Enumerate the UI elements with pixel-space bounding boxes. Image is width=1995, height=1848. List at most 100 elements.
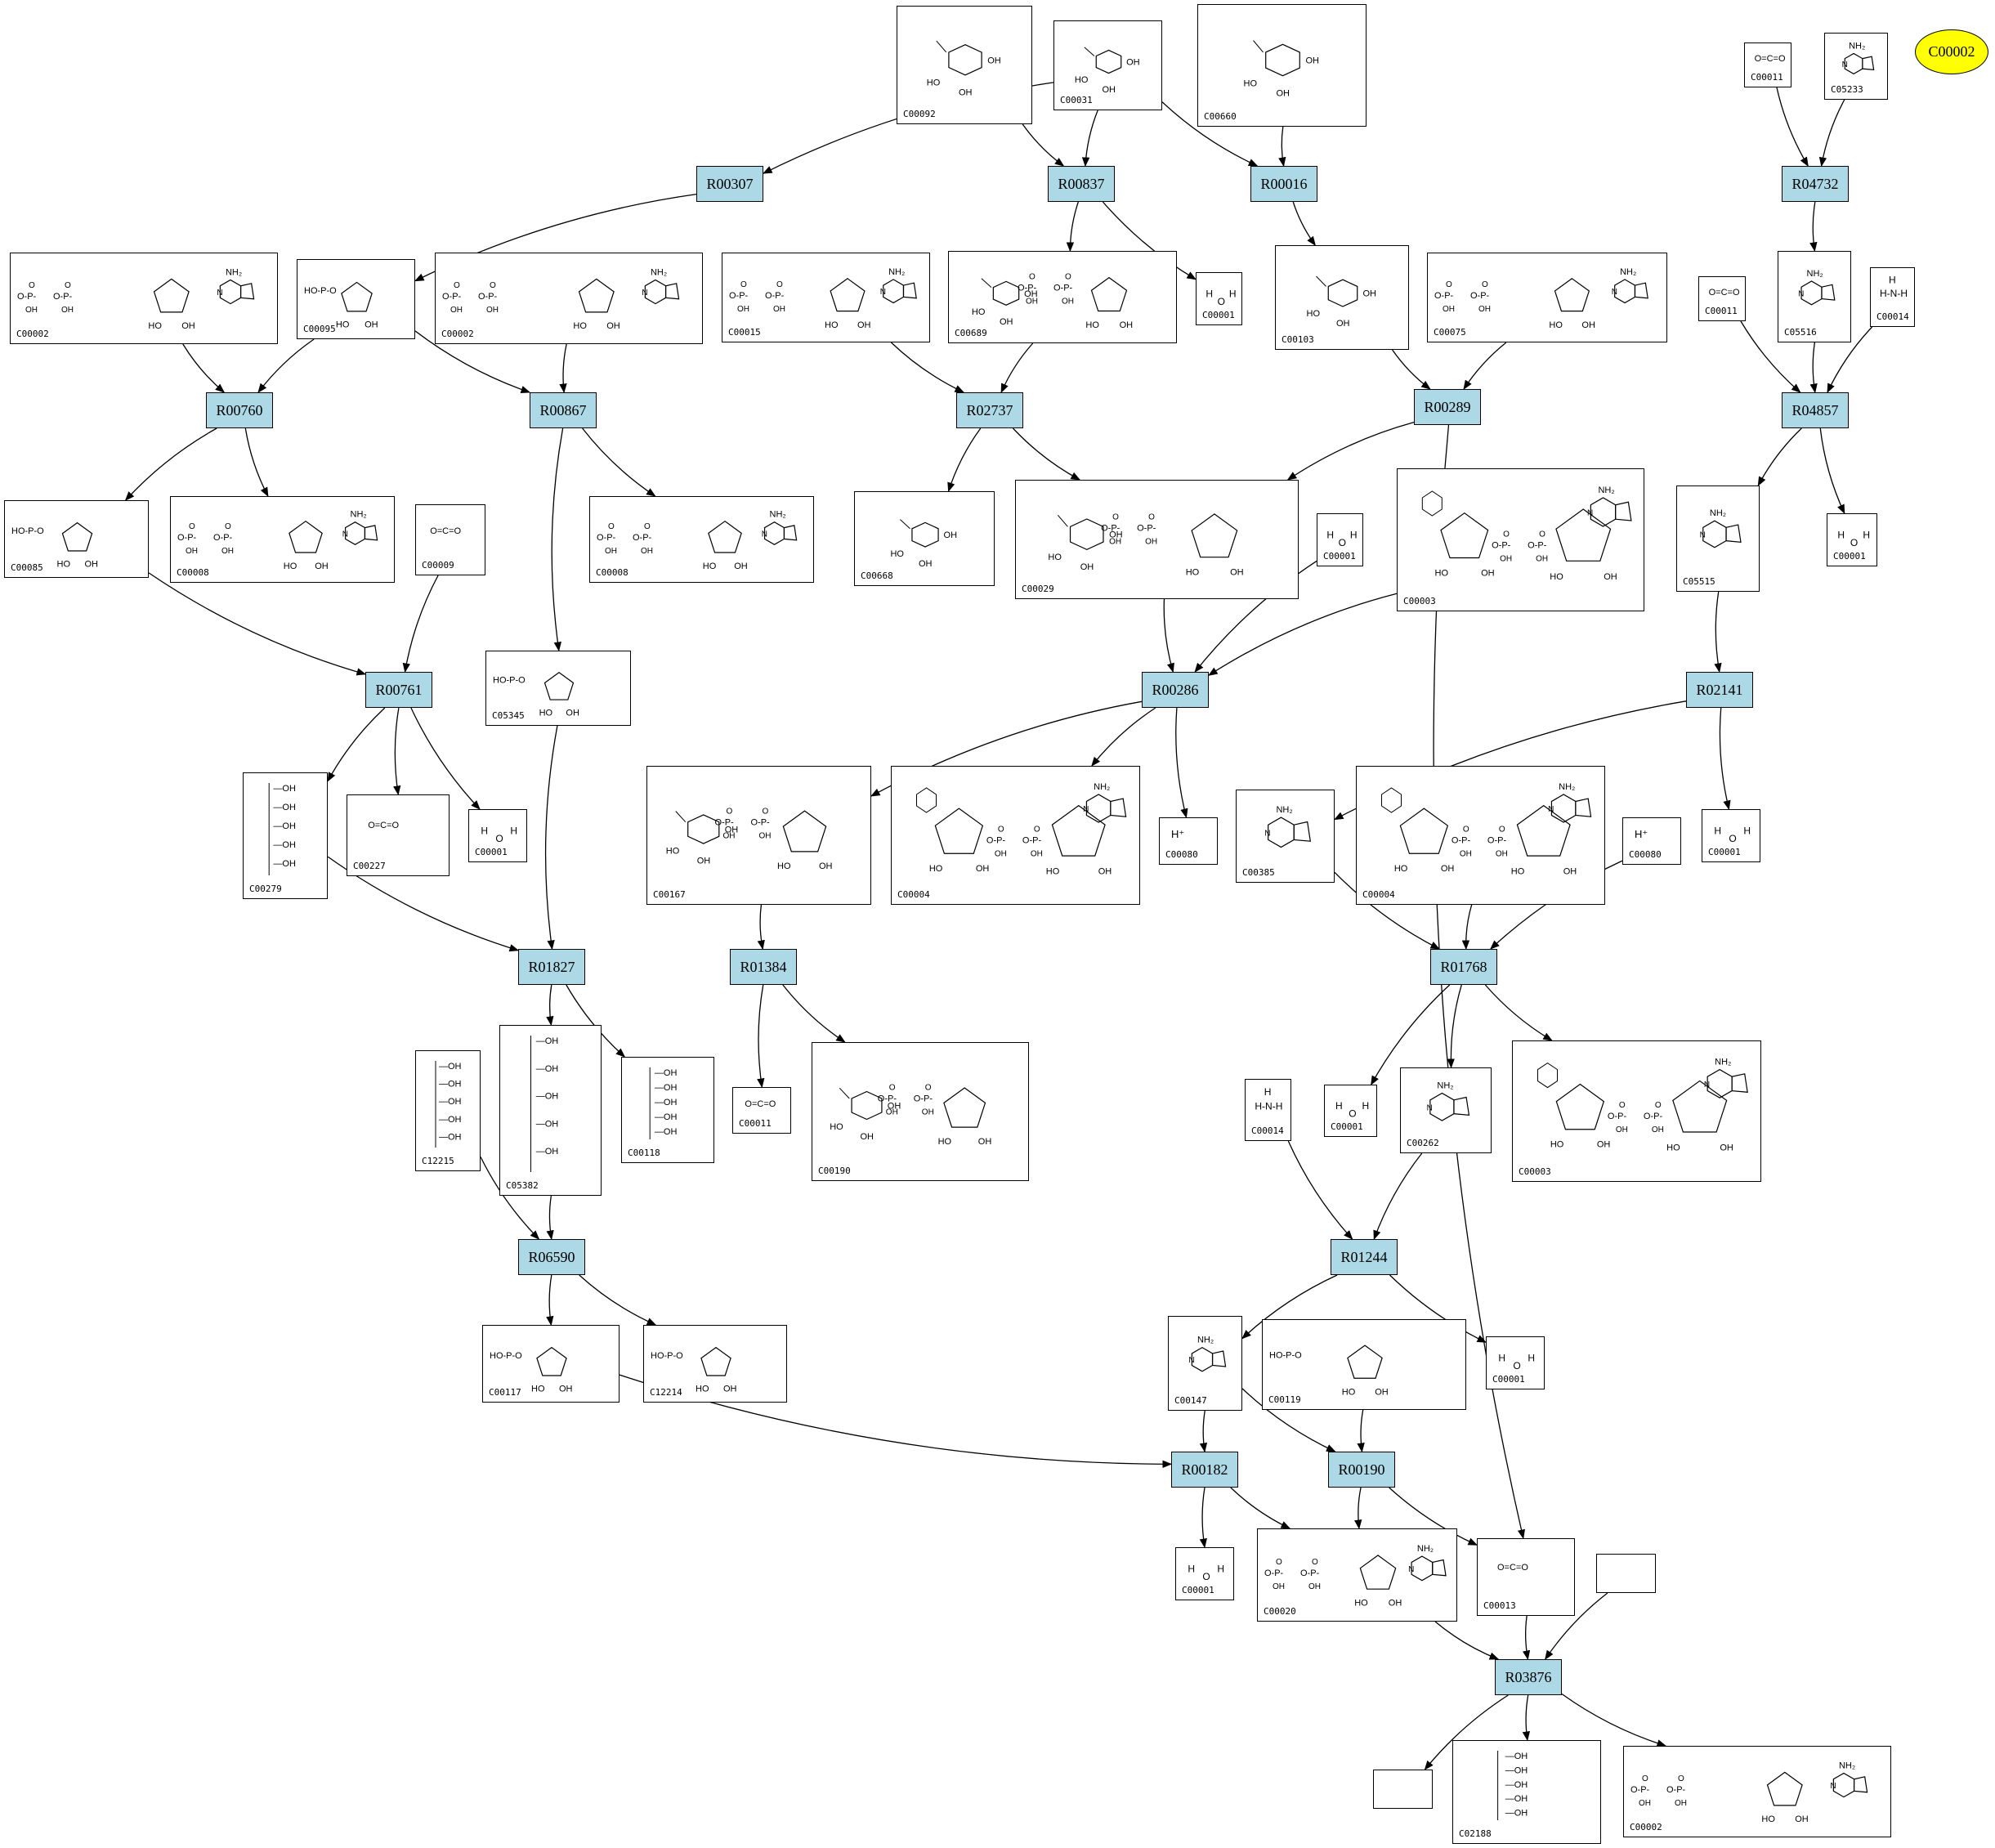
svg-text:HO: HO — [1048, 553, 1062, 562]
reaction-node[interactable]: R00289 — [1414, 389, 1481, 425]
reaction-node[interactable]: R00016 — [1250, 166, 1317, 202]
reaction-node[interactable]: R01827 — [518, 949, 585, 985]
reaction-node[interactable]: R00867 — [530, 392, 597, 428]
svg-text:H: H — [510, 825, 517, 836]
reaction-node[interactable]: R00182 — [1171, 1452, 1238, 1488]
reaction-node[interactable]: R04732 — [1782, 166, 1849, 202]
highlighted-compound[interactable]: C00002 — [1915, 29, 1988, 74]
reaction-node[interactable]: R01244 — [1331, 1239, 1398, 1275]
compound-node[interactable] — [1373, 1770, 1433, 1809]
reaction-node[interactable]: R00190 — [1328, 1452, 1395, 1488]
reaction-node[interactable]: R06590 — [518, 1239, 585, 1275]
reaction-node[interactable]: R02141 — [1686, 672, 1753, 708]
svg-text:HO: HO — [1075, 75, 1089, 85]
reaction-node[interactable]: R00760 — [206, 392, 273, 428]
compound-id-label: C00190 — [818, 1166, 851, 1176]
svg-text:HO: HO — [1342, 1387, 1356, 1397]
reaction-node[interactable]: R01384 — [730, 949, 797, 985]
reaction-node[interactable]: R04857 — [1782, 392, 1849, 428]
compound-id-label: C00075 — [1434, 327, 1466, 338]
svg-text:O-P-: O-P- — [878, 1094, 897, 1103]
svg-text:NH₂: NH₂ — [1839, 1761, 1855, 1770]
compound-node[interactable]: H⁺C00080 — [1159, 817, 1218, 865]
edge-arrow — [1102, 201, 1197, 280]
reaction-node[interactable]: R01768 — [1430, 949, 1497, 985]
compound-node[interactable] — [1596, 1554, 1656, 1593]
svg-text:—OH: —OH — [439, 1132, 462, 1142]
edge-arrow — [546, 984, 554, 1027]
reaction-node[interactable]: R00837 — [1048, 166, 1115, 202]
reaction-node[interactable]: R00307 — [696, 166, 763, 202]
edge-arrow — [1208, 593, 1398, 676]
reaction-node[interactable]: R02737 — [956, 392, 1023, 428]
compound-node[interactable]: H⁺C00080 — [1622, 817, 1681, 865]
reaction-node[interactable]: R03876 — [1495, 1659, 1562, 1695]
edge-arrow — [1809, 342, 1818, 394]
svg-text:—OH: —OH — [439, 1080, 462, 1090]
svg-text:O=C=O: O=C=O — [1755, 54, 1786, 64]
reaction-node[interactable]: R00286 — [1142, 672, 1209, 708]
svg-text:—OH: —OH — [655, 1127, 678, 1137]
compound-id-label: C00001 — [1331, 1121, 1363, 1132]
svg-text:HO: HO — [1186, 567, 1200, 577]
reaction-node[interactable]: R00761 — [365, 672, 432, 708]
svg-text:OH: OH — [1597, 1140, 1611, 1150]
